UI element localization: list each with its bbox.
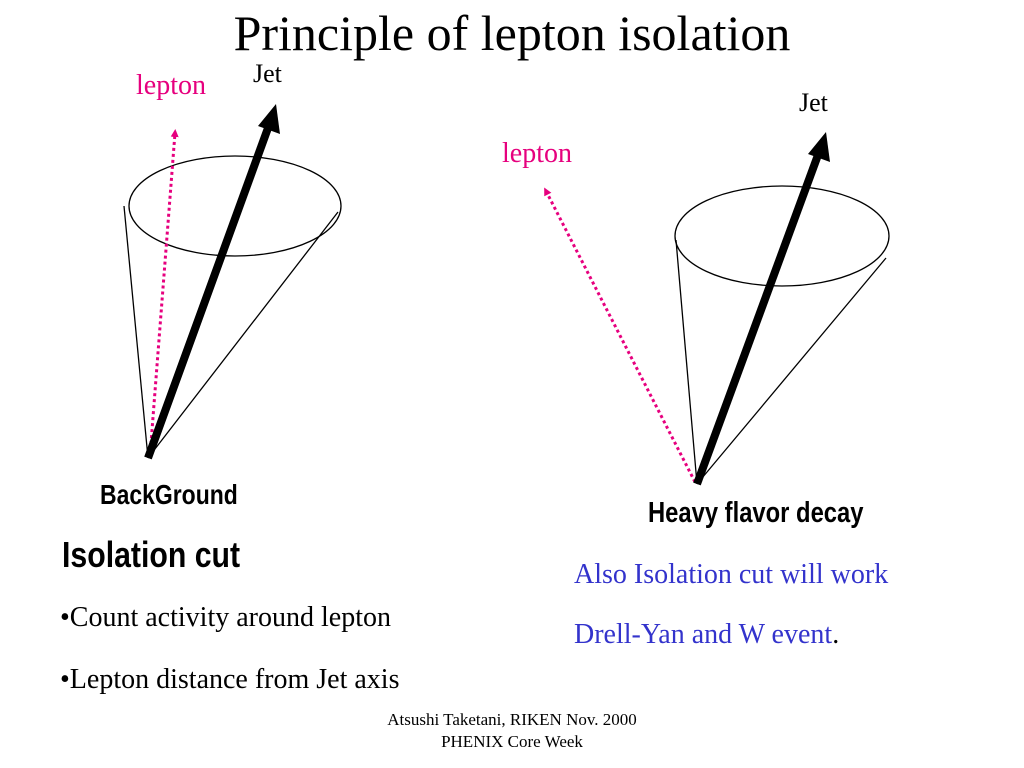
right-caption: Heavy flavor decay: [648, 497, 864, 529]
note-line-2-period: .: [832, 619, 840, 650]
right-cone: [674, 185, 890, 485]
footer: Atsushi Taketani, RIKEN Nov. 2000 PHENIX…: [312, 709, 712, 753]
right-lepton-label: lepton: [502, 138, 572, 169]
right-jet-label: Jet: [799, 88, 828, 117]
slide-title: Principle of lepton isolation: [233, 5, 791, 61]
note-line-1: Also Isolation cut will work: [574, 559, 889, 590]
footer-line-1: Atsushi Taketani, RIKEN Nov. 2000: [387, 710, 637, 729]
right-lepton-arrow: [544, 187, 697, 483]
note-line-2: Drell-Yan and W event.: [574, 619, 839, 651]
left-lepton-label: lepton: [136, 70, 206, 101]
isolation-bullet-2: •Lepton distance from Jet axis: [60, 664, 400, 695]
left-cone: [123, 155, 342, 459]
isolation-bullet-1: •Count activity around lepton: [60, 602, 391, 633]
left-jet-label: Jet: [253, 59, 282, 88]
note-line-2-text: Drell-Yan and W event: [574, 619, 833, 650]
right-jet-arrow: [693, 132, 830, 486]
footer-line-2: PHENIX Core Week: [441, 732, 583, 751]
isolation-heading: Isolation cut: [62, 534, 241, 575]
left-caption: BackGround: [100, 479, 238, 510]
left-jet-arrow: [144, 104, 280, 460]
